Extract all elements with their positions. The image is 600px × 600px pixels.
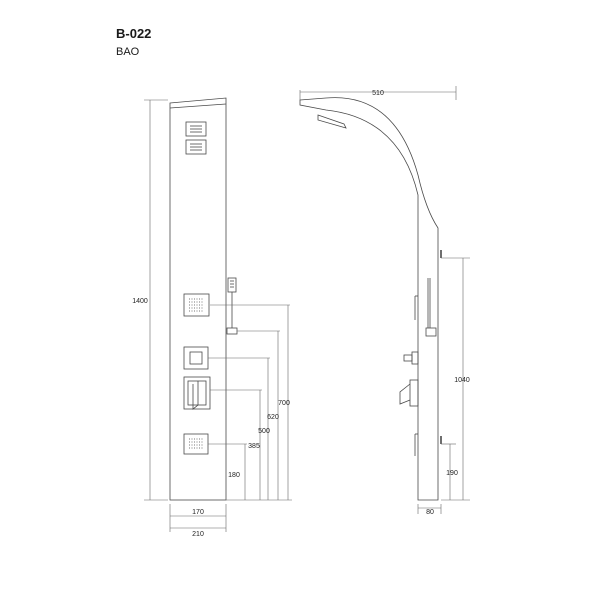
front-view [169,97,238,501]
front-panel-top-edge [169,103,227,109]
dim-jet-top: 700 [278,400,290,407]
dim-height: 1400 [132,298,148,305]
jet-upper [183,293,210,317]
dim-diverter: 500 [258,428,270,435]
front-dimension-lines [144,99,292,532]
diverter [183,346,209,370]
side-hand-shower [414,278,437,337]
model-code: B-022 [116,26,152,41]
hand-shower [226,277,238,335]
dim-side-height: 1040 [454,377,470,384]
side-mixer [399,379,419,407]
side-jets-lower [414,433,418,456]
dim-bottom-offset: 190 [446,470,458,477]
front-panel-outline [169,97,227,501]
upper-body-jets [185,121,207,155]
side-diverter [403,351,419,365]
side-dimension-lines [299,86,470,514]
rain-head [317,114,347,129]
model-name: BAO [116,46,140,58]
dim-jet-bottom: 180 [228,472,240,479]
dim-mixer: 385 [248,443,260,450]
front-dimension-labels: 1400 700 620 500 385 180 170 210 [132,298,290,538]
dim-panel-width: 170 [192,509,204,516]
side-dimension-labels: 510 1040 190 80 [372,90,470,516]
mixer [183,376,211,410]
jet-lower [183,433,209,455]
dim-handshower: 620 [267,414,279,421]
dim-depth: 80 [426,509,434,516]
dim-arm-reach: 510 [372,90,384,97]
dim-base-width: 210 [192,531,204,538]
side-profile [299,97,439,501]
side-view [299,97,442,501]
